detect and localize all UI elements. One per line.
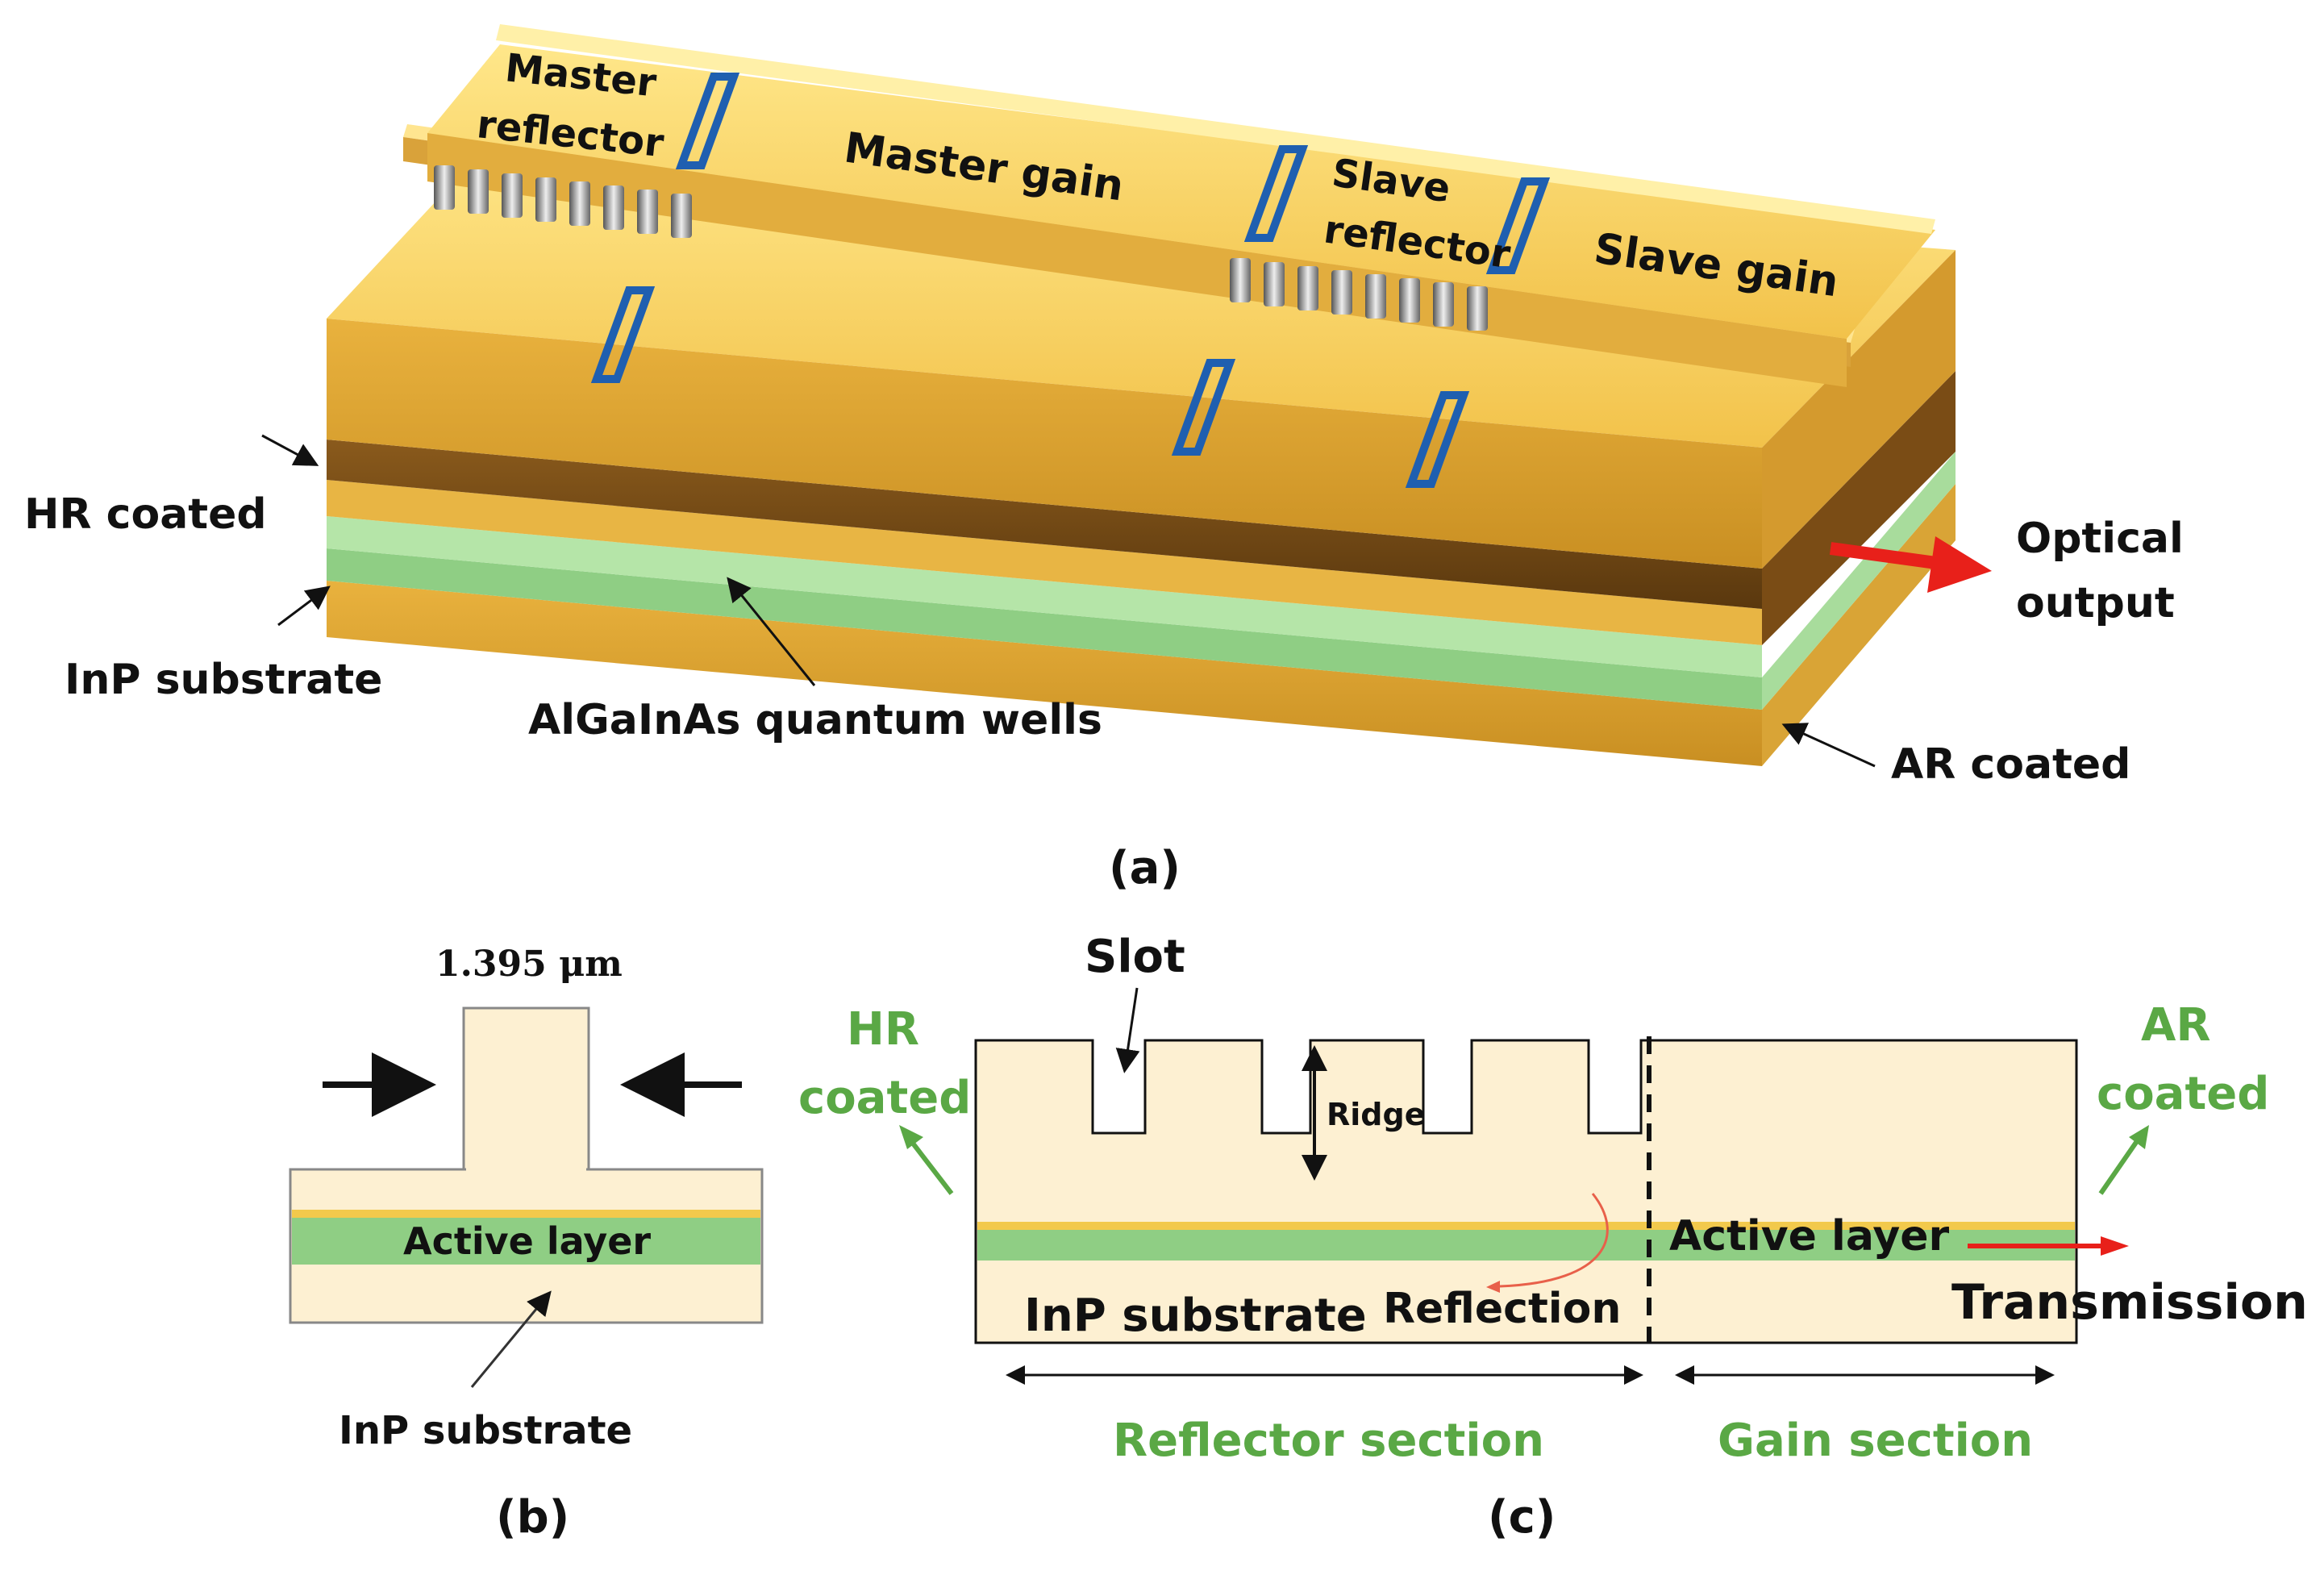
ar-coated-c-arrow	[2098, 1140, 2139, 1195]
slot-marker	[1405, 391, 1470, 488]
ar-coated-arrow	[1781, 723, 1876, 768]
grating-tooth	[1230, 258, 1251, 302]
reflector-section-label: Reflector section	[1113, 1415, 1544, 1467]
hr-coated-c-label-1: HR	[847, 1003, 919, 1056]
caption-a: (a)	[1109, 842, 1181, 894]
brown-layer-right	[1762, 371, 1956, 645]
grating-tooth	[569, 181, 590, 226]
ar-coated-c-label-2: coated	[2097, 1068, 2269, 1120]
grating-tooth	[468, 169, 489, 214]
grating-tooth	[637, 190, 658, 234]
hr-coated-c-arrowhead	[899, 1125, 923, 1149]
optical-output-arrowhead	[1927, 536, 1992, 593]
upper-cladding-front	[327, 480, 1762, 645]
inp-substrate-c-label: InP substrate	[1024, 1290, 1367, 1342]
panel-b-cross-section: 1.395 μm Active layer InP substrate (b)	[289, 944, 764, 1544]
reflection-label: Reflection	[1383, 1285, 1621, 1333]
grating-tooth	[1433, 282, 1454, 327]
quantum-well-layer-right	[1762, 452, 1956, 710]
main-slab-right	[1762, 250, 1956, 569]
slave-reflector-grating	[1230, 258, 1488, 331]
slot-arrow	[1115, 987, 1140, 1073]
optical-output-label-2: output	[2016, 579, 2175, 627]
grating-tooth	[1264, 262, 1285, 306]
grating-tooth	[1467, 286, 1488, 331]
optical-output-label-1: Optical	[2016, 515, 2184, 563]
slot-label: Slot	[1085, 931, 1185, 983]
panel-a-device: Master reflector Master gain Slave refle…	[24, 24, 2184, 894]
slot-marker	[1243, 145, 1309, 242]
slot-marker	[590, 286, 656, 383]
grating-tooth	[603, 185, 624, 230]
gold-strip-c	[977, 1222, 2075, 1230]
caption-c: (c)	[1488, 1491, 1556, 1544]
transmission-label: Transmission	[1951, 1274, 2308, 1331]
hr-coated-arrow	[261, 434, 319, 466]
hr-coated-label: HR coated	[24, 490, 267, 539]
panel-c-longitudinal: Slot Ridge HR coated AR coated Active la…	[798, 931, 2308, 1544]
ridge-cover	[466, 1161, 586, 1173]
blue-slots	[590, 73, 1551, 488]
ar-coated-label: AR coated	[1891, 740, 2130, 789]
reflection-arrowhead	[1486, 1281, 1500, 1293]
upper-slab-top	[427, 44, 1935, 339]
ar-coated-c-label-1: AR	[2141, 999, 2210, 1052]
grating-tooth	[1331, 270, 1352, 315]
substrate-bottom-front	[327, 581, 1762, 766]
caption-b: (b)	[496, 1491, 569, 1544]
reflection-curve	[1499, 1193, 1609, 1288]
optical-output-arrow	[1829, 542, 1949, 571]
grating-tooth	[434, 165, 455, 210]
master-reflector-grating	[434, 165, 692, 238]
quantum-well-layer-highlight	[327, 516, 1762, 677]
hr-coated-c-label-2: coated	[798, 1072, 971, 1124]
ridge	[462, 1006, 590, 1171]
active-layer-c	[977, 1230, 2075, 1261]
inp-substrate-arrow-a	[277, 585, 331, 627]
grating-tooth	[1365, 274, 1386, 319]
active-layer-label-b: Active layer	[403, 1219, 651, 1263]
ridge-width-label: 1.395 μm	[435, 944, 623, 985]
ridge-label: Ridge	[1327, 1097, 1425, 1132]
slotted-outline	[974, 1039, 2078, 1344]
quantum-well-layer-front	[327, 548, 1762, 710]
inp-substrate-arrow-b	[470, 1290, 552, 1388]
ar-coated-c-arrowhead	[2129, 1125, 2149, 1149]
slot-marker	[675, 73, 740, 169]
grating-tooth	[671, 194, 692, 238]
quantum-wells-label: AlGaInAs quantum wells	[528, 696, 1102, 744]
gold-strip-b	[292, 1210, 760, 1218]
upper-slab-front	[427, 133, 1847, 387]
quantum-wells-arrow	[727, 577, 816, 686]
inp-substrate-label-b: InP substrate	[339, 1408, 632, 1453]
transmission-arrowhead	[2101, 1236, 2129, 1256]
main-slab-front	[327, 319, 1762, 569]
active-layer-b	[292, 1218, 760, 1265]
slot-marker	[1485, 177, 1551, 274]
grating-tooth	[1399, 278, 1420, 323]
brown-layer-front	[327, 440, 1762, 609]
slot-marker	[1171, 359, 1236, 456]
grating-tooth	[1297, 266, 1318, 310]
top-ridge-top	[496, 24, 1935, 234]
grating-tooth	[502, 173, 523, 218]
gain-section-label: Gain section	[1718, 1415, 2033, 1467]
inp-substrate-label-a: InP substrate	[65, 656, 382, 704]
hr-coated-c-arrow	[909, 1140, 954, 1195]
grating-tooth	[535, 177, 556, 222]
active-layer-c-label: Active layer	[1669, 1212, 1949, 1261]
